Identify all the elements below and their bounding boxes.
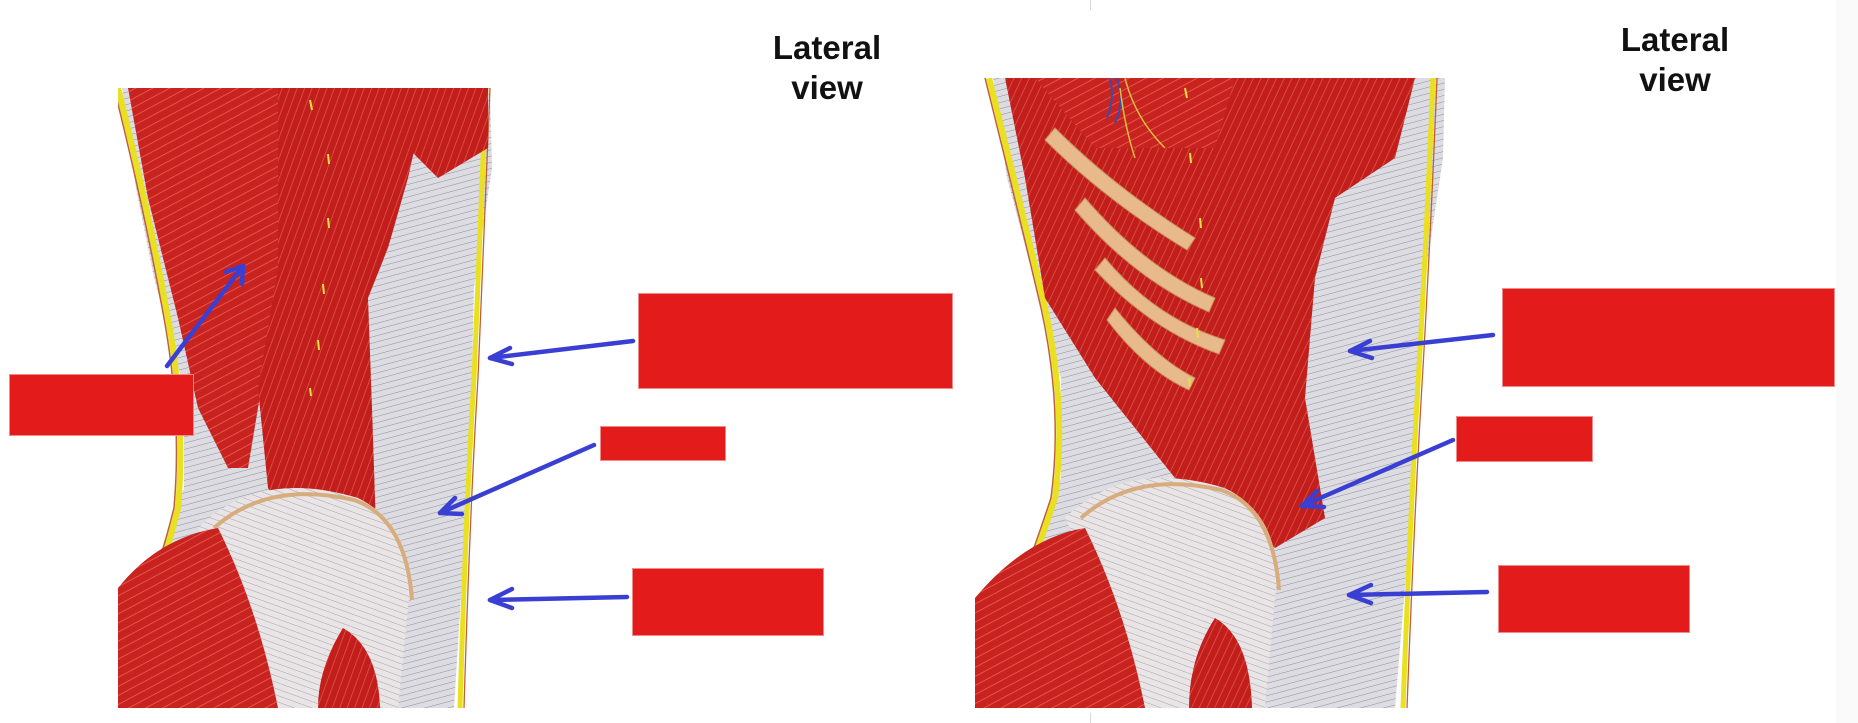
view-title-line1: Lateral [772, 29, 882, 66]
label-box-upper-right [638, 293, 953, 389]
view-title-line2: view [1639, 61, 1711, 98]
label-box-middle [1456, 416, 1593, 462]
label-box-lower [632, 568, 824, 636]
label-box-upper-right [1502, 288, 1835, 387]
view-title-line2: view [791, 69, 863, 106]
right-abdominal-muscle-illustration [975, 78, 1445, 708]
left-panel: Lateral view [9, 28, 953, 708]
view-title-line1: Lateral [1620, 21, 1730, 58]
left-abdominal-muscle-illustration [118, 88, 598, 708]
right-view-title: Lateral view [1600, 20, 1750, 100]
page-edge-strip [1836, 0, 1858, 723]
label-box-upper-left [9, 374, 194, 436]
left-view-title: Lateral view [752, 28, 902, 108]
label-box-lower [1498, 565, 1690, 633]
label-box-middle [600, 426, 726, 461]
divider-tick-top [1090, 0, 1091, 10]
divider-tick-bottom [1090, 713, 1091, 723]
